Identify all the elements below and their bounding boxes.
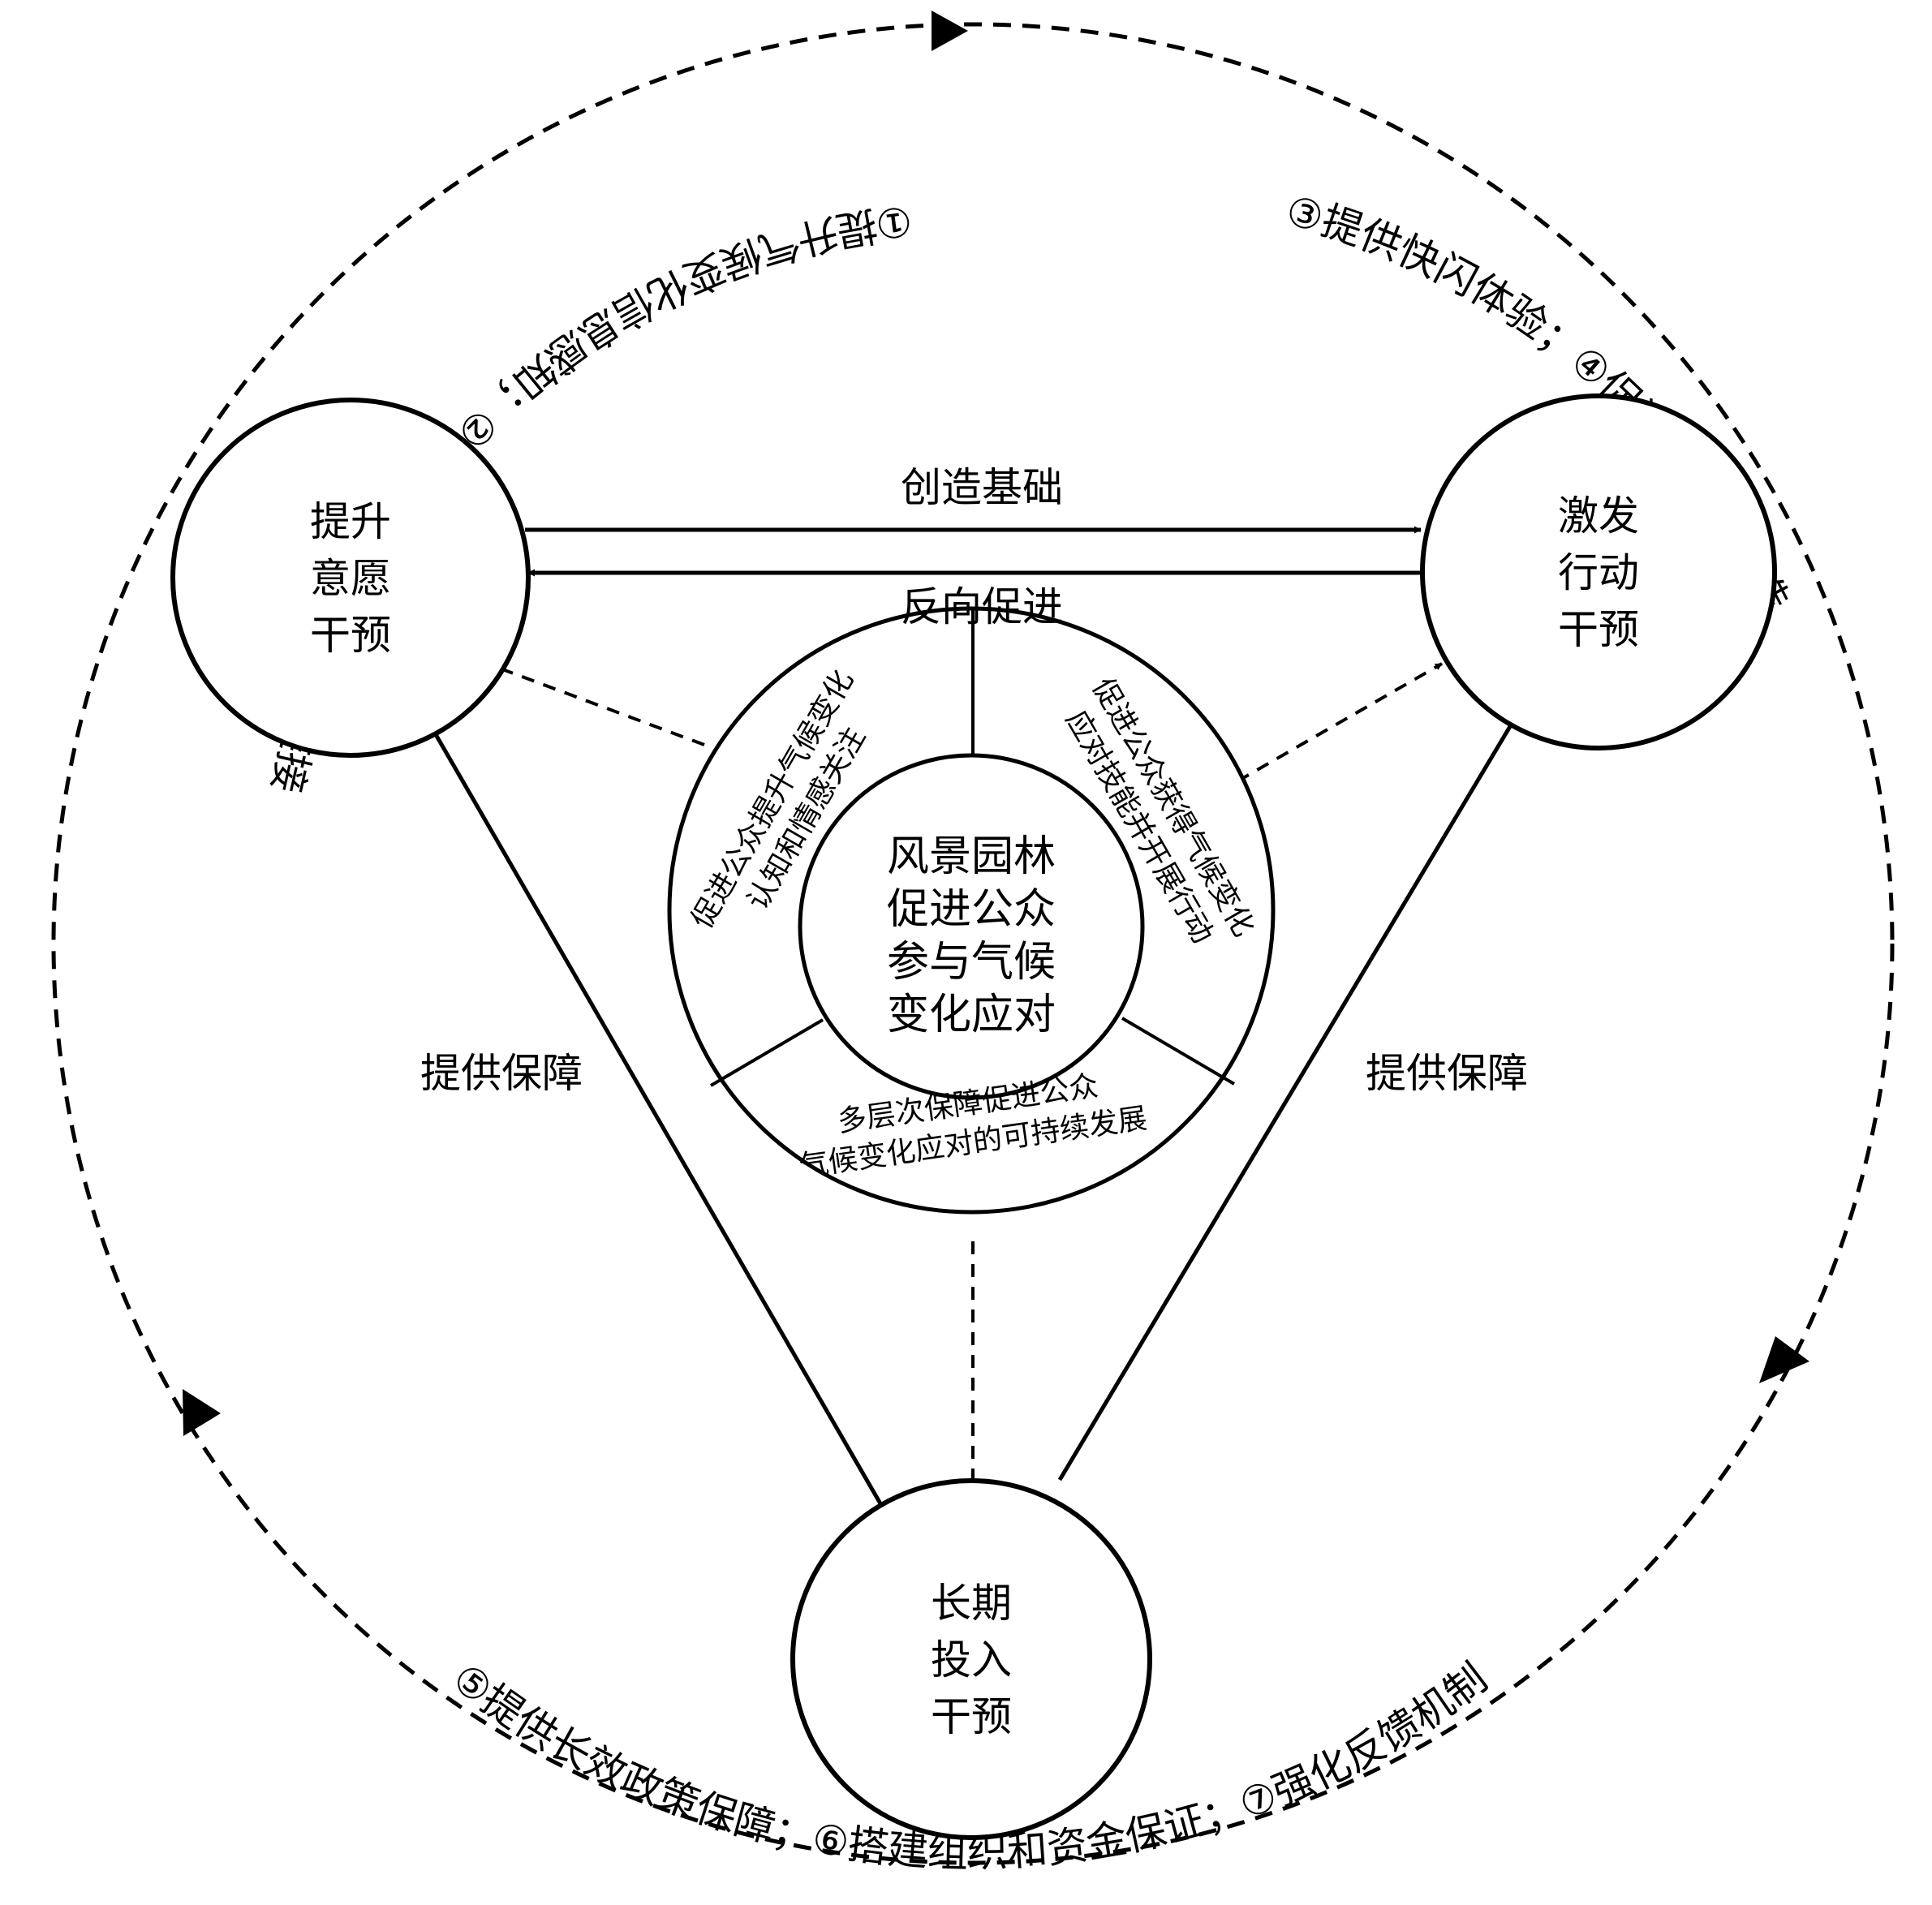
- label-support-left: 提供保障: [420, 1050, 583, 1097]
- node-action-line-3: 干预: [1558, 606, 1639, 653]
- orbit-arrow-right: [1759, 1336, 1809, 1383]
- dashed-arrow-to-willingness: [497, 666, 705, 746]
- node-action: [1420, 393, 1777, 750]
- core-label-line-2: 促进公众: [887, 885, 1056, 934]
- node-willingness-line-1: 提升: [310, 498, 391, 545]
- node-action-line-1: 激发: [1558, 492, 1639, 540]
- label-reverse-promote: 反向促进: [901, 583, 1063, 630]
- node-investment: [790, 1478, 1152, 1840]
- node-investment-line-2: 投入: [931, 1636, 1012, 1684]
- core-label-line-4: 变化应对: [887, 991, 1056, 1039]
- core-label-line-3: 参与气候: [887, 938, 1056, 987]
- arrow-support-left: [425, 719, 884, 1507]
- orbit-arrow-left: [183, 1389, 221, 1436]
- core-label-line-1: 风景园林: [887, 832, 1056, 881]
- node-willingness: [170, 398, 531, 758]
- node-action-line-2: 行动: [1558, 549, 1639, 596]
- node-willingness-line-2: 意愿: [310, 555, 391, 602]
- arrow-support-right: [1057, 714, 1519, 1481]
- node-willingness-line-3: 干预: [310, 612, 391, 659]
- dashed-arrow-to-action: [1237, 662, 1443, 783]
- outer-orbit-dashed: [51, 22, 1895, 1865]
- node-investment-line-1: 长期: [931, 1580, 1012, 1627]
- label-support-right: 提供保障: [1366, 1050, 1528, 1097]
- ring-divider-right: [1121, 1017, 1236, 1086]
- node-investment-line-3: 干预: [931, 1693, 1012, 1740]
- orbit-arrow-top: [932, 11, 968, 51]
- label-create-foundation: 创造基础: [901, 464, 1063, 511]
- ring-divider-left: [709, 1018, 824, 1087]
